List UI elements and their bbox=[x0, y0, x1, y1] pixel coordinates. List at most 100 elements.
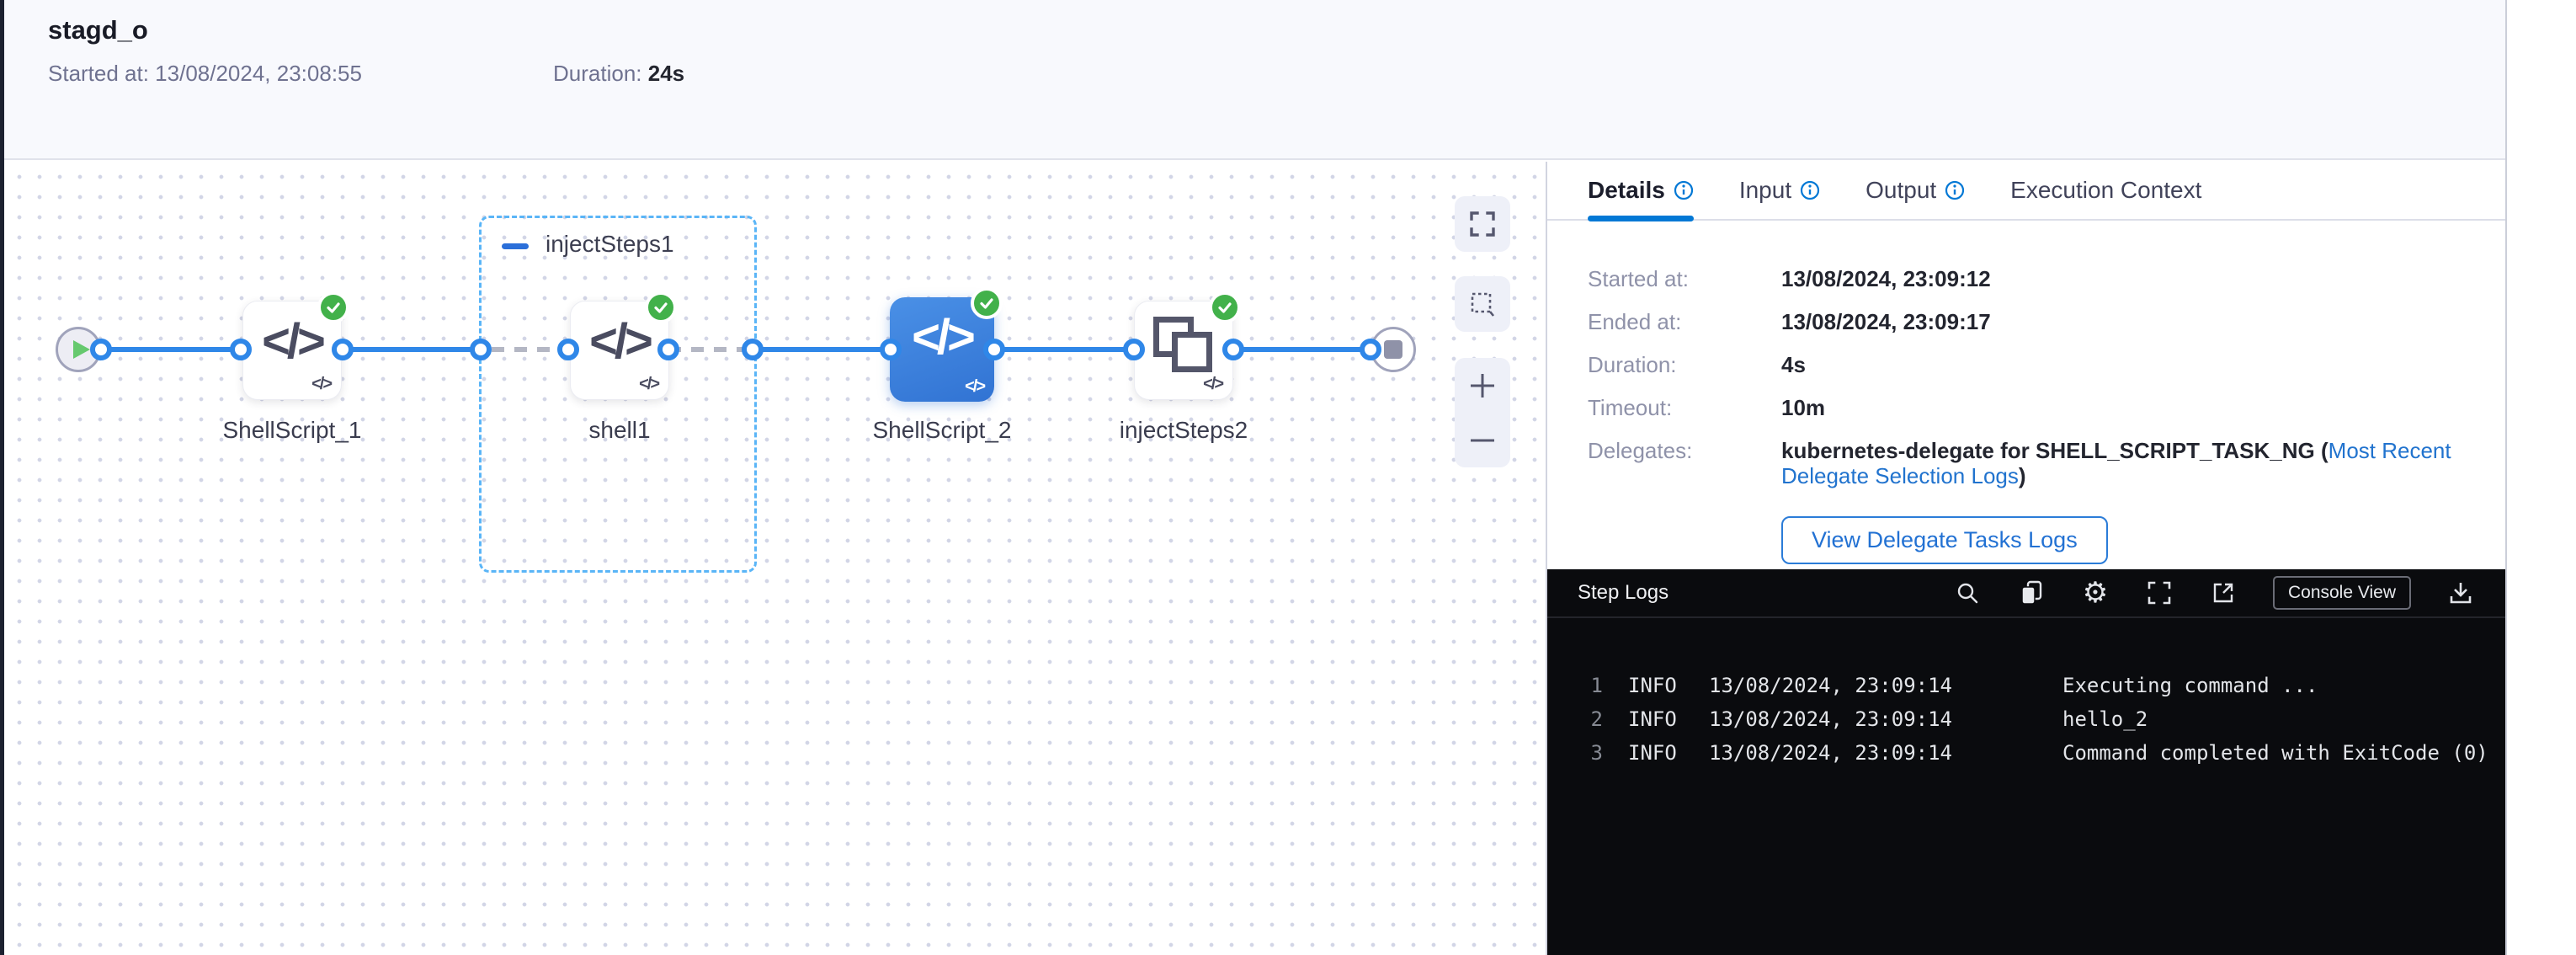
port bbox=[470, 339, 492, 360]
code-icon: </> bbox=[912, 310, 976, 365]
copy-logs-button[interactable] bbox=[2017, 579, 2046, 607]
info-icon bbox=[1674, 180, 1693, 200]
log-level: INFO bbox=[1628, 707, 1677, 731]
log-msg: Command completed with ExitCode (0) bbox=[2062, 741, 2488, 765]
edge-shell1-to-group bbox=[668, 347, 753, 352]
app-left-edge bbox=[0, 0, 4, 955]
log-time: 13/08/2024, 23:09:14 bbox=[1709, 741, 1952, 765]
port bbox=[657, 339, 679, 360]
success-check-icon bbox=[645, 291, 677, 323]
marquee-select-icon bbox=[1471, 292, 1495, 317]
detail-row-timeout: Timeout: 10m bbox=[1588, 395, 1826, 420]
edge-start-to-step1 bbox=[101, 347, 241, 352]
pipeline-canvas[interactable]: injectSteps1 </> </> ShellScript_1 </> <… bbox=[4, 162, 1546, 955]
expand-logs-button[interactable] bbox=[2145, 579, 2174, 607]
log-settings-button[interactable]: ⚙ bbox=[2081, 579, 2110, 607]
pipeline-start-node[interactable] bbox=[56, 327, 101, 372]
view-delegate-tasks-logs-button[interactable]: View Delegate Tasks Logs bbox=[1781, 516, 2108, 564]
step-node-shellscript1[interactable]: </> </> bbox=[242, 291, 349, 400]
step-label-shellscript1: ShellScript_1 bbox=[222, 417, 362, 443]
code-icon: </> bbox=[589, 314, 653, 369]
edge-step1-to-group bbox=[343, 347, 481, 352]
detail-row-duration: Duration: 4s bbox=[1588, 352, 1806, 377]
log-line: 2 INFO 13/08/2024, 23:09:14 hello_2 bbox=[1581, 702, 2505, 736]
log-msg: Executing command ... bbox=[2062, 674, 2318, 697]
play-icon bbox=[73, 340, 90, 359]
plus-icon bbox=[1471, 373, 1494, 397]
tab-execution-context[interactable]: Execution Context bbox=[2010, 177, 2202, 203]
step-group-injectsteps1[interactable]: injectSteps1 bbox=[479, 216, 757, 573]
group-label: injectSteps1 bbox=[546, 231, 674, 257]
step-details-panel: Details Input Output bbox=[1546, 162, 2505, 955]
info-icon bbox=[1801, 180, 1820, 200]
port bbox=[742, 339, 764, 360]
stage-duration-value: 24s bbox=[647, 61, 685, 86]
group-step-icon bbox=[1153, 317, 1217, 381]
download-logs-button[interactable] bbox=[2446, 579, 2475, 607]
step-node-injectsteps2[interactable]: </> bbox=[1134, 291, 1241, 400]
step-logs-header: Step Logs ⚙ bbox=[1547, 569, 2505, 618]
stage-header: stagd_o Started at: 13/08/2024, 23:08:55… bbox=[4, 0, 2506, 160]
step-label-injectsteps2: injectSteps2 bbox=[1119, 417, 1248, 443]
step-label-shell1: shell1 bbox=[588, 417, 651, 443]
stage-title: stagd_o bbox=[48, 15, 148, 45]
details-tabs: Details Input Output bbox=[1547, 162, 2505, 221]
delegate-text: kubernetes-delegate for SHELL_SCRIPT_TAS… bbox=[1781, 438, 2329, 463]
step-node-shellscript2-selected[interactable]: </> </> bbox=[890, 287, 1003, 402]
port bbox=[983, 339, 1005, 360]
zoom-in-button[interactable] bbox=[1455, 358, 1510, 413]
success-check-icon bbox=[971, 287, 1003, 319]
success-check-icon bbox=[317, 291, 349, 323]
selection-mode-button[interactable] bbox=[1455, 276, 1510, 332]
port bbox=[230, 339, 252, 360]
edge-step2-to-inject2 bbox=[994, 347, 1134, 352]
log-num: 3 bbox=[1590, 741, 1603, 765]
detail-row-ended: Ended at: 13/08/2024, 23:09:17 bbox=[1588, 309, 1991, 334]
search-icon bbox=[1957, 583, 1978, 604]
tab-details[interactable]: Details bbox=[1588, 161, 1694, 221]
step-node-shell1[interactable]: </> </> bbox=[570, 291, 677, 400]
console-view-button[interactable]: Console View bbox=[2272, 576, 2411, 610]
detail-row-started: Started at: 13/08/2024, 23:09:12 bbox=[1588, 266, 1991, 291]
expand-icon bbox=[2148, 581, 2171, 605]
search-logs-button[interactable] bbox=[1953, 579, 1982, 607]
log-num: 1 bbox=[1590, 674, 1603, 697]
port bbox=[1222, 339, 1244, 360]
edge-group-to-step2 bbox=[753, 347, 891, 352]
minus-icon bbox=[1471, 439, 1494, 441]
port bbox=[557, 339, 579, 360]
scroll-gutter[interactable] bbox=[2505, 0, 2576, 955]
success-check-icon bbox=[1209, 291, 1241, 323]
detail-row-delegates: Delegates: kubernetes-delegate for SHELL… bbox=[1588, 438, 2451, 488]
log-num: 2 bbox=[1590, 707, 1603, 731]
step-type-icon: </> bbox=[311, 375, 333, 393]
fullscreen-button[interactable] bbox=[1455, 196, 1510, 252]
port bbox=[90, 339, 112, 360]
stop-icon bbox=[1384, 340, 1402, 359]
fullscreen-icon bbox=[1470, 211, 1495, 237]
step-type-icon: </> bbox=[639, 375, 660, 393]
collapse-group-icon[interactable] bbox=[502, 243, 529, 249]
step-logs-toolbar: ⚙ bbox=[1953, 576, 2475, 610]
step-type-icon: </> bbox=[965, 377, 986, 396]
external-link-icon bbox=[2213, 583, 2233, 603]
port bbox=[332, 339, 354, 360]
tab-input[interactable]: Input bbox=[1739, 161, 1820, 220]
log-time: 13/08/2024, 23:09:14 bbox=[1709, 707, 1952, 731]
port bbox=[1360, 339, 1381, 360]
log-msg: hello_2 bbox=[2062, 707, 2148, 731]
info-icon bbox=[1945, 180, 1965, 200]
step-logs-title: Step Logs bbox=[1578, 581, 1669, 604]
delegate-selection-logs-link[interactable]: Most Recent Delegate Selection Logs bbox=[1781, 438, 2451, 488]
port bbox=[1123, 339, 1145, 360]
tab-output[interactable]: Output bbox=[1865, 161, 1965, 220]
port bbox=[880, 339, 902, 360]
edge-group-to-shell1 bbox=[492, 347, 568, 352]
open-in-new-tab-button[interactable] bbox=[2209, 579, 2238, 607]
zoom-out-button[interactable] bbox=[1455, 413, 1510, 467]
stage-started-at: Started at: 13/08/2024, 23:08:55 bbox=[48, 61, 362, 86]
